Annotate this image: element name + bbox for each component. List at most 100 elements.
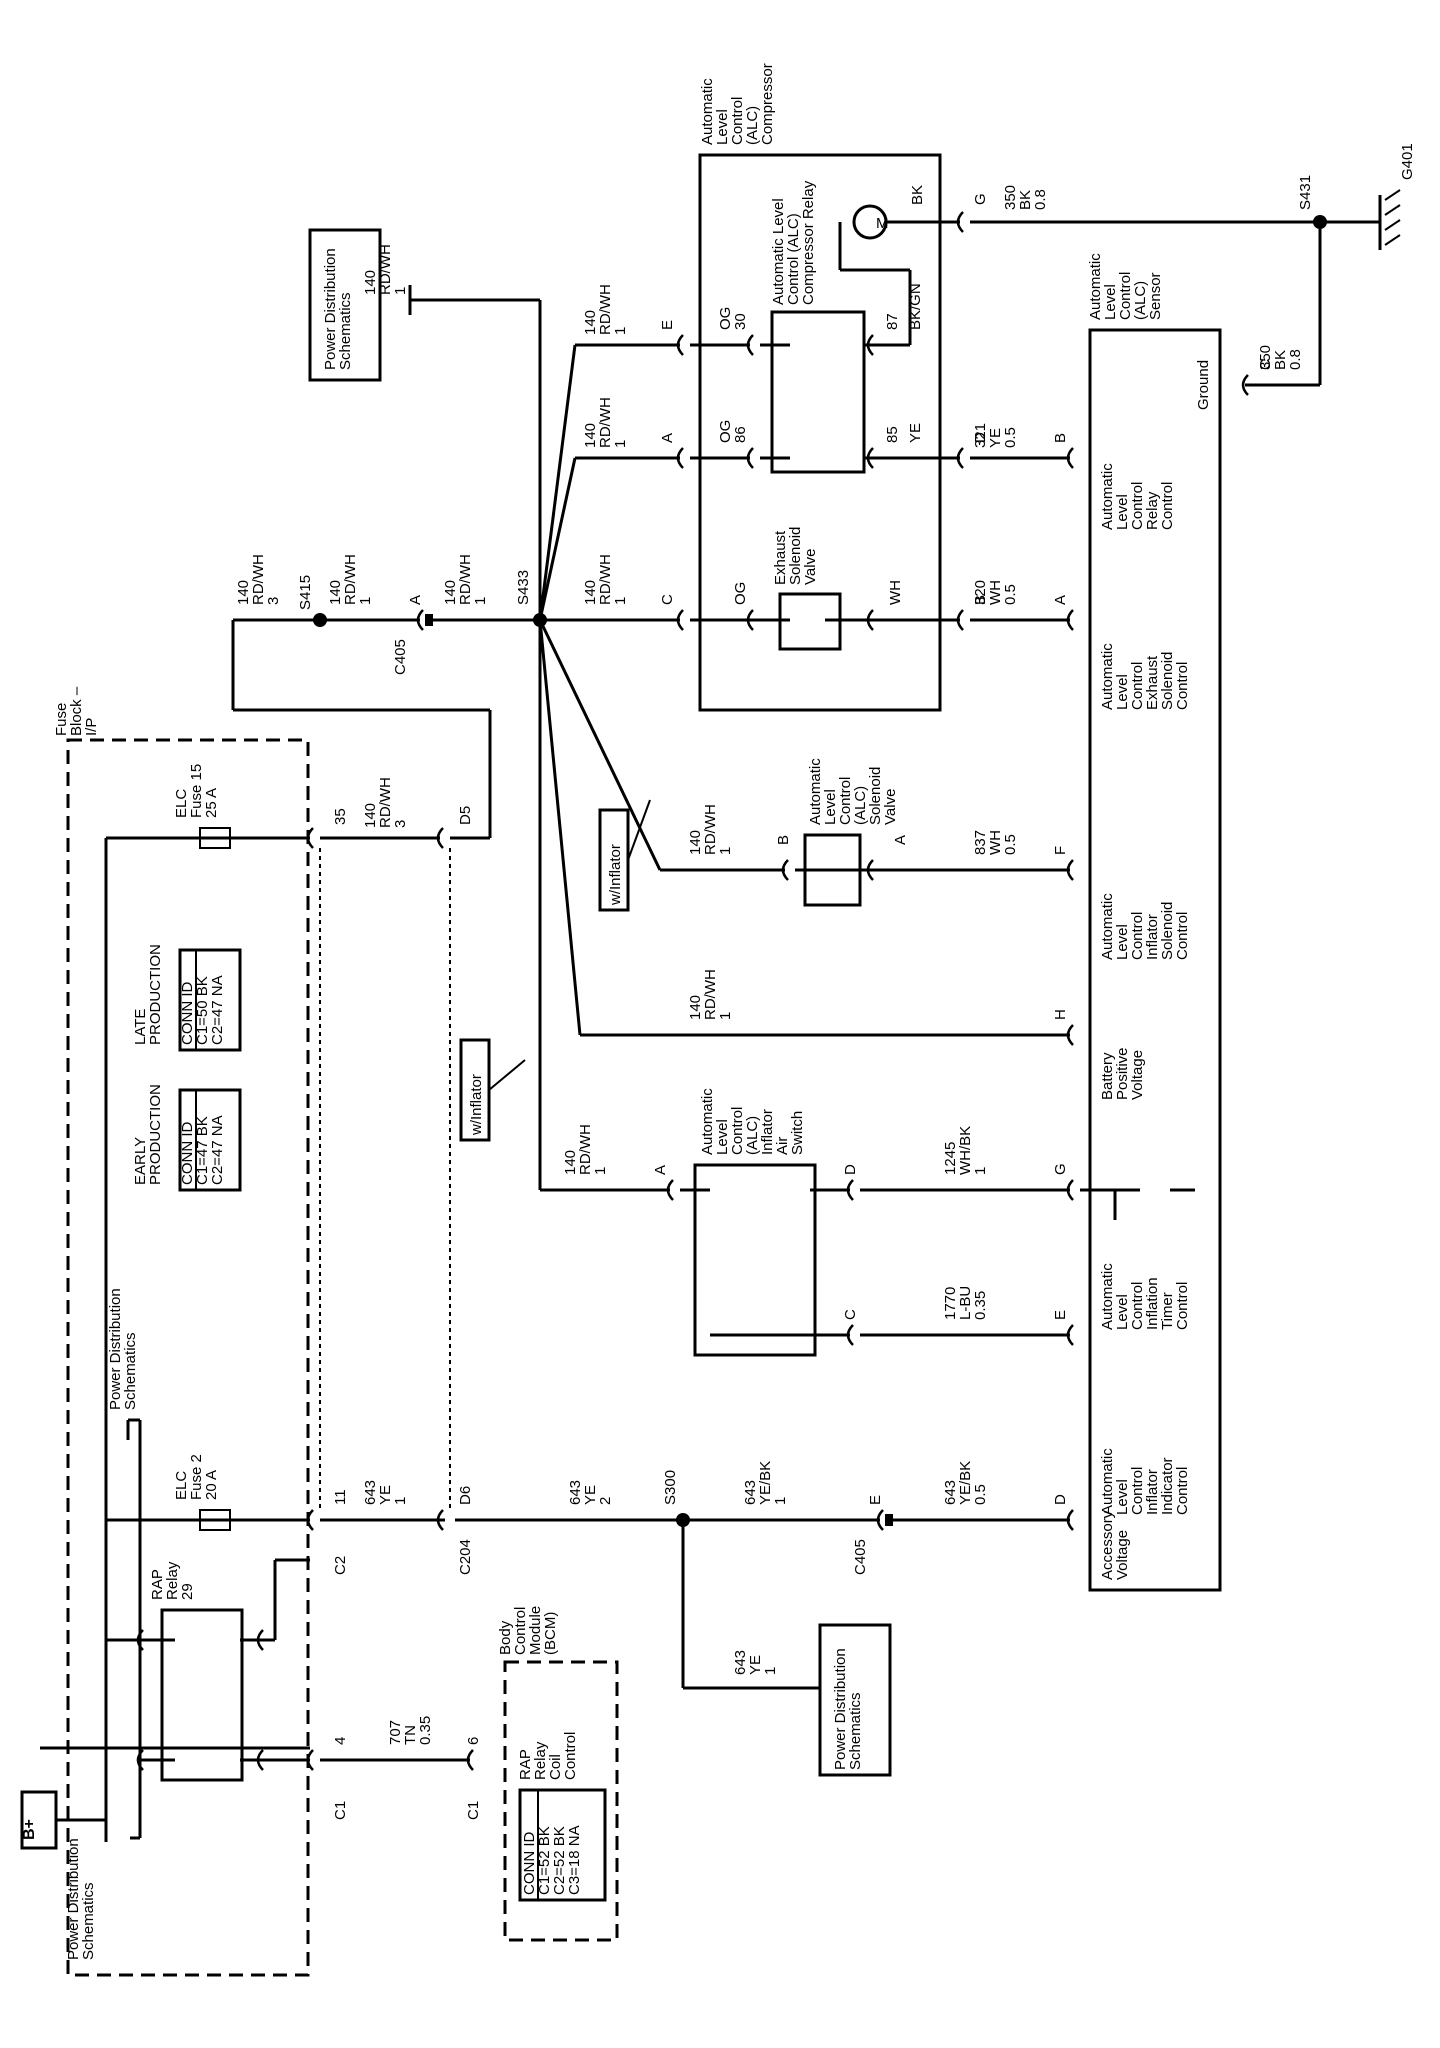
label-line: 643 (742, 1480, 759, 1505)
label-line: YE/BK (757, 1461, 774, 1505)
label-line: Control (1129, 482, 1146, 530)
inflator-valve-box (803, 833, 862, 907)
label-line: Solenoid (787, 527, 804, 585)
label-line: 3 (392, 820, 409, 828)
label-line: Power Distribution (832, 1648, 849, 1770)
label-line: 140 (562, 1150, 579, 1175)
label-line: 140 (235, 580, 252, 605)
labels-w_inflator_1: w/Inflator (607, 844, 624, 906)
labels-air_switch: AutomaticLevelControl(ALC)InflatorAirSwi… (699, 1088, 806, 1155)
pins-comp_e: E (659, 320, 676, 330)
label-line: WH (987, 830, 1004, 855)
label-line: Relay (164, 1561, 181, 1600)
label-line: D (842, 1164, 859, 1175)
label-line: 140 (582, 423, 599, 448)
pins-comp_87: 87 (884, 313, 901, 330)
label-line: 0.8 (1287, 349, 1304, 370)
labels-s300: S300 (662, 1470, 679, 1505)
label-line: S415 (297, 575, 314, 610)
label-line: Solenoid (1159, 902, 1176, 960)
label-line: 1 (717, 1012, 734, 1020)
label-line: Automatic (1099, 893, 1116, 960)
label-line: E (1052, 1310, 1069, 1320)
label-line: Control (1159, 482, 1176, 530)
labels-b_plus: B+ (21, 1819, 38, 1840)
label-line: Automatic (1099, 1263, 1116, 1330)
label-line: Control (1129, 1282, 1146, 1330)
air-switch-box (693, 1163, 817, 1357)
label-line: 643 (942, 1480, 959, 1505)
label-line: w/Inflator (468, 1074, 485, 1136)
label-line: RD/WH (377, 777, 394, 828)
rap-relay-box (160, 1608, 244, 1782)
label-line: Control (1129, 912, 1146, 960)
label-line: Exhaust (772, 530, 789, 585)
label-line: 320 (972, 580, 989, 605)
label-line: M (876, 215, 889, 232)
pins-sensor_c: C (1257, 359, 1274, 370)
label-line: 140 (582, 580, 599, 605)
label-line: 140 (687, 995, 704, 1020)
label-line: C405 (392, 639, 409, 675)
label-line: YE (907, 423, 924, 443)
label-line: 140 (362, 803, 379, 828)
label-line: RD/WH (377, 244, 394, 295)
label-line: RAP (149, 1569, 166, 1600)
label-line: EARLY (132, 1137, 149, 1185)
label-line: 1 (972, 1167, 989, 1175)
label-line: Inflator (1144, 914, 1161, 960)
label-line: RD/WH (702, 969, 719, 1020)
alc-sensor-box (1088, 328, 1222, 1592)
label-line: Module (527, 1606, 544, 1655)
label-line: Relay (532, 1741, 549, 1780)
label-line: 1770 (942, 1287, 959, 1320)
label-line: Positive (1114, 1047, 1131, 1100)
label-line: E (659, 320, 676, 330)
label-line: Control (837, 777, 854, 825)
labels-w_inflator_2: w/Inflator (468, 1074, 485, 1136)
label-line: 29 (179, 1583, 196, 1600)
label-line: D (972, 432, 989, 443)
label-line: Body (497, 1620, 514, 1655)
label-line: WH (887, 580, 904, 605)
label-line: Automatic Level (770, 198, 787, 305)
label-line: 20 A (203, 1470, 220, 1500)
label-line: L-BU (957, 1286, 974, 1320)
label-line: 0.5 (1002, 834, 1019, 855)
label-line: (ALC) (744, 1116, 761, 1155)
label-line: S431 (1297, 175, 1314, 210)
label-line: Automatic (1099, 643, 1116, 710)
label-line: 643 (362, 1480, 379, 1505)
label-line: B (1052, 433, 1069, 443)
label-line: 837 (972, 830, 989, 855)
label-line: YE (582, 1485, 599, 1505)
label-line: 140 (687, 830, 704, 855)
labels-c405_bottom: C405 (852, 1539, 869, 1575)
label-line: Control (729, 1107, 746, 1155)
label-line: Level (1114, 1479, 1131, 1515)
label-line: Sensor (1147, 272, 1164, 320)
label-line: 1245 (942, 1142, 959, 1175)
label-line: 140 (362, 270, 379, 295)
alc-compressor-box (698, 153, 942, 712)
pins-comp_a: A (659, 433, 676, 443)
label-line: B (775, 835, 792, 845)
label-line: Inflator (1144, 1469, 1161, 1515)
label-line: Level (1114, 674, 1131, 710)
label-line: B (972, 595, 989, 605)
label-line: Control (729, 97, 746, 145)
label-line: 1 (762, 1667, 779, 1675)
